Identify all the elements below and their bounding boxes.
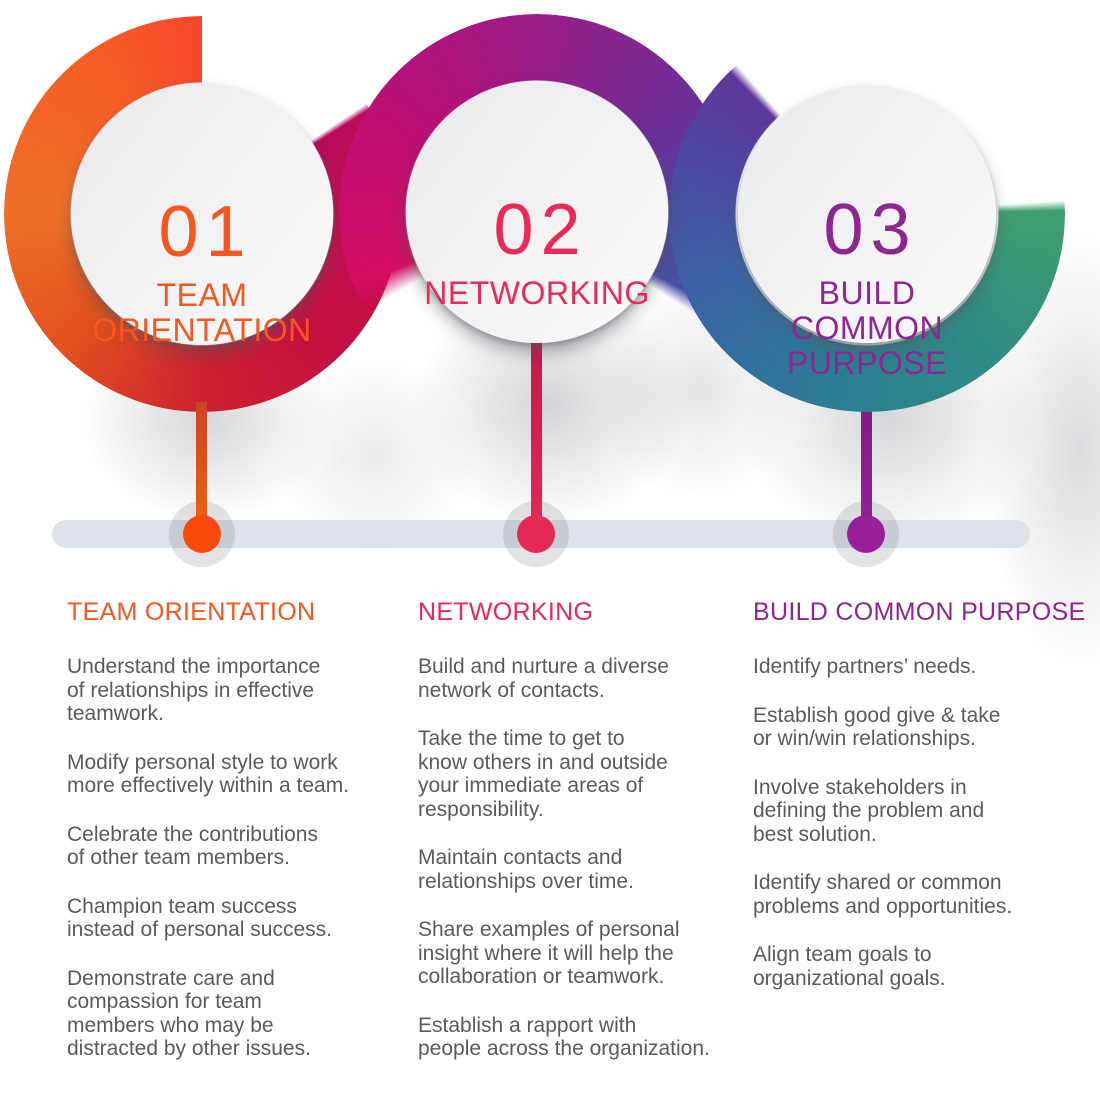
timeline-dot-3 xyxy=(847,515,885,553)
step-circle-2: 02 NETWORKING xyxy=(406,81,668,343)
column-1-header: TEAM ORIENTATION xyxy=(67,598,316,626)
step-circle-label-2: NETWORKING xyxy=(424,275,650,311)
step-circle-3: 03 BUILD COMMON PURPOSE xyxy=(738,85,996,381)
step-number-3: 03 xyxy=(823,190,918,270)
step-circle-1: 01 TEAM ORIENTATION xyxy=(71,83,333,348)
connector-stem-2 xyxy=(531,342,542,542)
column-2-paragraph: Maintain contacts and relationships over… xyxy=(418,846,634,893)
column-2-paragraph: Build and nurture a diverse network of c… xyxy=(418,655,669,702)
column-1-paragraph: Champion team success instead of persona… xyxy=(67,894,332,942)
column-build-common-purpose: BUILD COMMON PURPOSE Identify partners’ … xyxy=(753,598,1098,1015)
timeline-dot-1 xyxy=(183,515,221,553)
column-1-paragraph: Understand the importance of relationshi… xyxy=(67,655,321,725)
column-3-paragraph: Align team goals to organizational goals… xyxy=(753,943,946,990)
column-1-paragraph: Modify personal style to work more effec… xyxy=(67,750,350,798)
shadow-blob-5 xyxy=(240,320,510,590)
step-circle-label-3: BUILD COMMON PURPOSE xyxy=(787,275,947,381)
column-2-paragraph: Take the time to get to know others in a… xyxy=(418,727,668,821)
column-2-paragraph: Share examples of personal insight where… xyxy=(418,918,680,988)
connector-stem-3 xyxy=(861,402,872,542)
column-2-paragraph: Establish a rapport with people across t… xyxy=(418,1013,710,1061)
column-1-paragraph: Celebrate the contributions of other tea… xyxy=(67,822,318,870)
column-3-paragraph: Identify shared or common problems and o… xyxy=(753,871,1013,918)
step-number-1: 01 xyxy=(158,192,253,272)
connector-stem-1 xyxy=(196,402,207,542)
column-team-orientation: TEAM ORIENTATION Understand the importan… xyxy=(67,598,402,1086)
column-3-paragraph: Establish good give & take or win/win re… xyxy=(753,703,1001,751)
column-3-header: BUILD COMMON PURPOSE xyxy=(753,598,1086,626)
column-3-paragraph: Identify partners’ needs. xyxy=(753,655,977,678)
step-number-2: 02 xyxy=(493,190,588,270)
column-3-paragraph: Involve stakeholders in defining the pro… xyxy=(753,775,985,846)
column-2-header: NETWORKING xyxy=(418,598,594,626)
step-circle-label-1: TEAM ORIENTATION xyxy=(92,277,312,348)
column-1-paragraph: Demonstrate care and compassion for team… xyxy=(67,966,311,1061)
timeline-dot-2 xyxy=(517,515,555,553)
column-networking: NETWORKING Build and nurture a diverse n… xyxy=(418,598,753,1086)
